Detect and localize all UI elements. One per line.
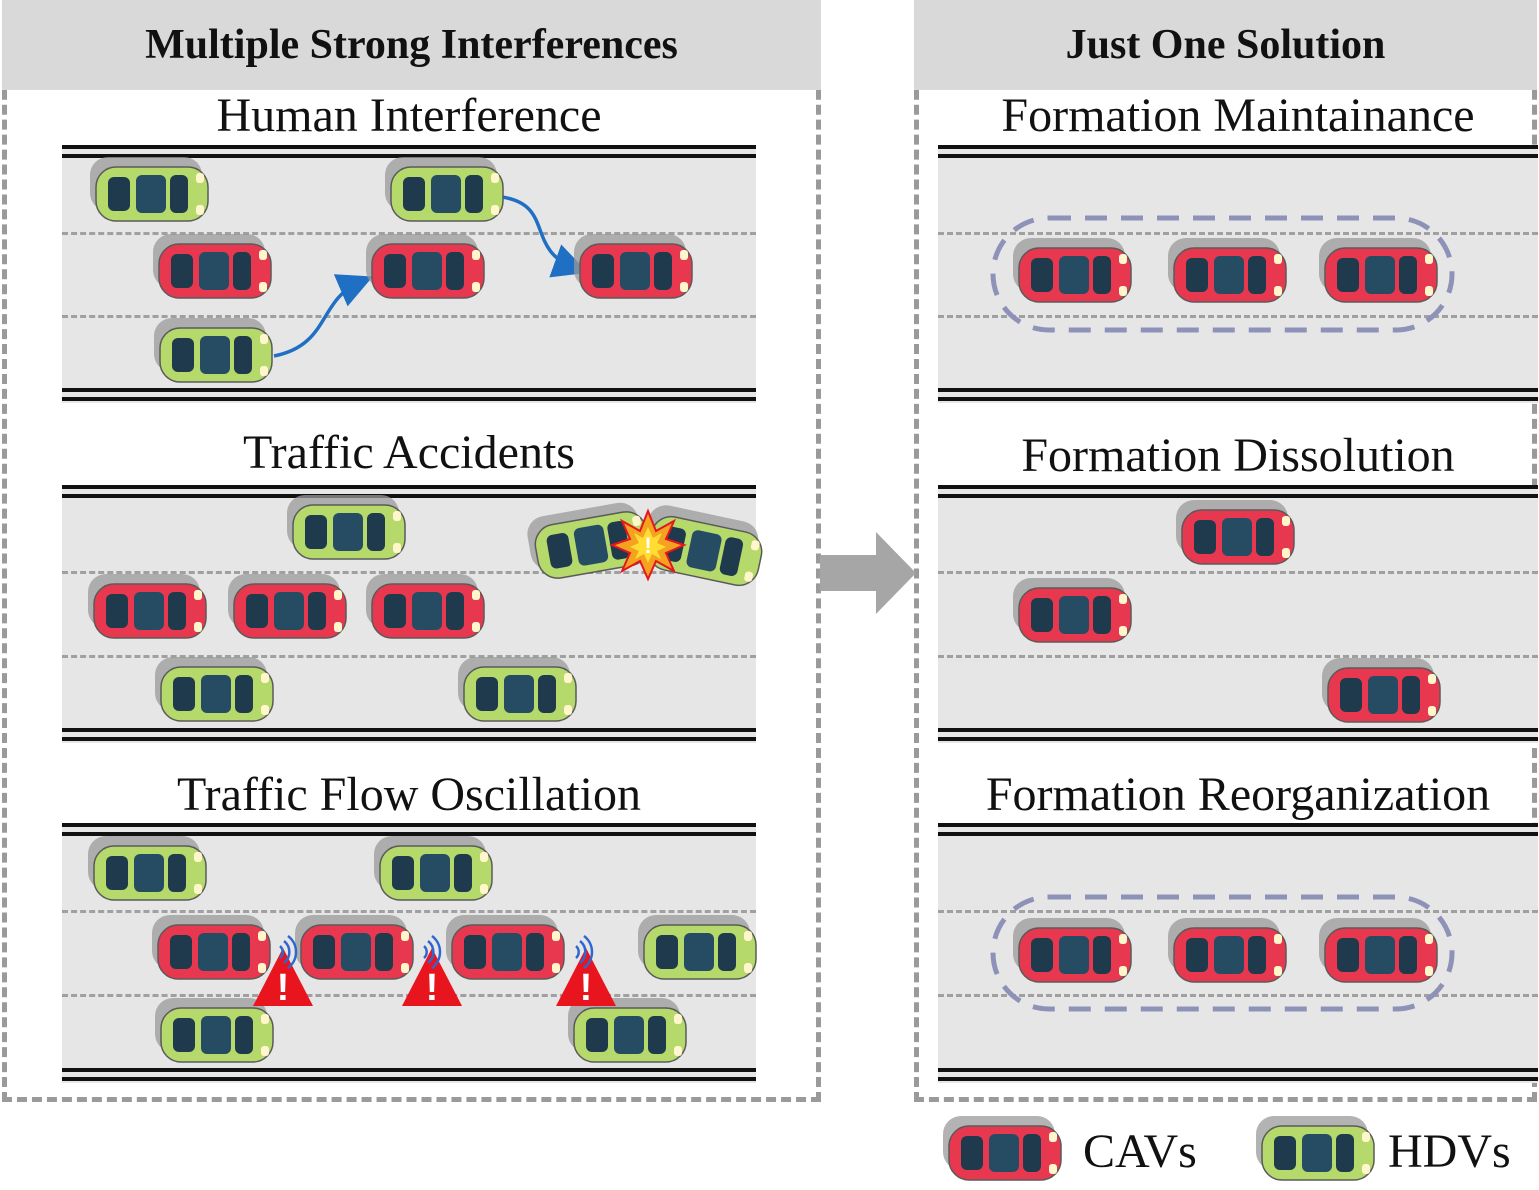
green-car-icon bbox=[385, 157, 504, 222]
red-car-icon bbox=[295, 915, 414, 980]
red-car-icon bbox=[1319, 918, 1438, 983]
green-car-icon bbox=[155, 998, 274, 1063]
legend-hdv-label: HDVs bbox=[1388, 1125, 1511, 1178]
collision-burst-icon: ! bbox=[609, 508, 687, 582]
green-car-icon bbox=[154, 318, 273, 383]
section-title-formation-dissolution: Formation Dissolution bbox=[1021, 429, 1455, 482]
svg-text:!: ! bbox=[580, 967, 593, 1009]
green-car-icon bbox=[155, 657, 274, 722]
svg-text:!: ! bbox=[426, 967, 439, 1009]
legend-cav-label: CAVs bbox=[1083, 1125, 1197, 1178]
lane-change-arrow bbox=[273, 274, 373, 358]
red-car-icon bbox=[1013, 918, 1132, 983]
green-car-icon bbox=[1256, 1116, 1375, 1181]
red-car-icon bbox=[446, 915, 565, 980]
green-car-icon bbox=[287, 495, 406, 560]
red-car-icon bbox=[1322, 658, 1441, 723]
warning-triangle-icon: ! bbox=[402, 948, 462, 1009]
green-car-icon bbox=[568, 998, 687, 1063]
section-title-human-interference: Human Interference bbox=[216, 89, 602, 142]
lane-change-arrow bbox=[501, 195, 589, 278]
wireless-signal-icon bbox=[279, 935, 298, 969]
red-car-icon bbox=[574, 234, 693, 299]
green-car-icon bbox=[458, 657, 577, 722]
warning-triangle-icon: ! bbox=[556, 948, 616, 1009]
red-car-icon bbox=[153, 234, 272, 299]
section-title-traffic-accidents: Traffic Accidents bbox=[243, 426, 575, 479]
green-car-icon bbox=[90, 157, 209, 222]
red-car-icon bbox=[366, 574, 485, 639]
red-car-icon bbox=[152, 915, 271, 980]
wireless-signal-icon bbox=[423, 935, 442, 969]
svg-text:!: ! bbox=[277, 967, 290, 1009]
red-car-icon bbox=[1319, 238, 1438, 303]
right-arrow-icon bbox=[820, 532, 916, 614]
red-car-icon bbox=[1168, 918, 1287, 983]
red-car-icon bbox=[943, 1116, 1062, 1181]
right-panel-header: Just One Solution bbox=[914, 0, 1537, 90]
red-car-icon bbox=[1176, 500, 1295, 565]
wireless-signal-icon bbox=[575, 935, 594, 969]
red-car-icon bbox=[1168, 238, 1287, 303]
svg-text:!: ! bbox=[644, 533, 651, 558]
red-car-icon bbox=[88, 574, 207, 639]
red-car-icon bbox=[228, 574, 347, 639]
green-car-icon bbox=[374, 836, 493, 901]
green-car-icon bbox=[527, 502, 650, 579]
section-title-formation-reorganization: Formation Reorganization bbox=[985, 768, 1491, 821]
red-car-icon bbox=[366, 234, 485, 299]
formation-outline bbox=[990, 894, 1455, 1012]
formation-outline bbox=[990, 215, 1455, 333]
green-car-icon bbox=[638, 915, 757, 980]
section-title-formation-maintainance: Formation Maintainance bbox=[1001, 89, 1475, 142]
red-car-icon bbox=[1013, 578, 1132, 643]
green-car-icon bbox=[88, 836, 207, 901]
warning-triangle-icon: ! bbox=[253, 948, 313, 1009]
left-panel-header: Multiple Strong Interferences bbox=[2, 0, 821, 90]
section-title-traffic-flow-oscillation: Traffic Flow Oscillation bbox=[177, 768, 641, 821]
red-car-icon bbox=[1013, 238, 1132, 303]
